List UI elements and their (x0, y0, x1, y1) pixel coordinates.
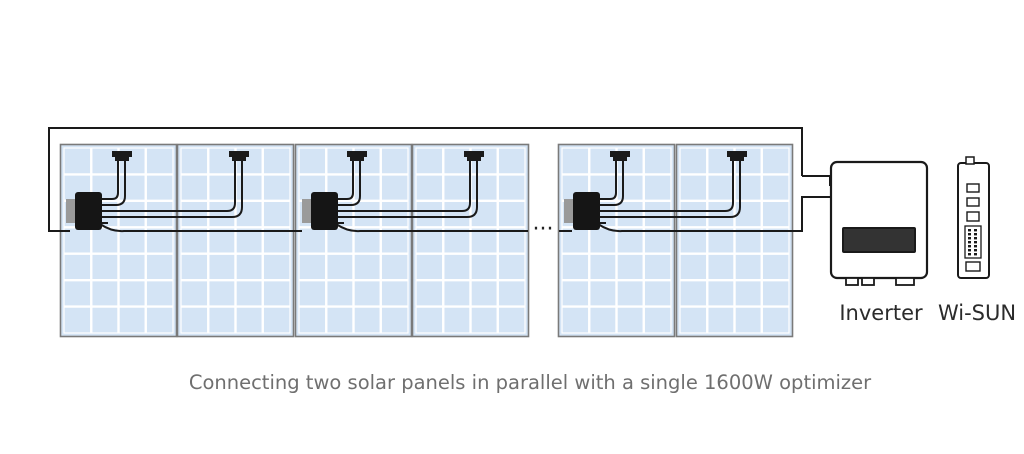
wisun-port-1 (966, 183, 980, 193)
junction-box (112, 151, 132, 161)
optimizer-body (573, 192, 600, 230)
inverter-display (842, 227, 916, 253)
optimizers (66, 151, 747, 230)
optimizer-bracket (66, 199, 76, 223)
return-wire (48, 127, 803, 232)
wisun-port-3 (966, 211, 980, 222)
junction-box (464, 151, 484, 161)
wisun-base-plug (965, 261, 981, 272)
junction-box (229, 151, 249, 161)
inverter-foot-mid (861, 277, 875, 286)
inverter-foot-left (845, 277, 859, 286)
optimizer-bracket (302, 199, 312, 223)
solar-panel (176, 143, 295, 338)
junction-box (727, 151, 747, 161)
optimizer-unit (66, 151, 249, 230)
wisun-port-2 (966, 197, 980, 207)
wisun-module: Wi-SUN (938, 156, 1016, 325)
optimizer-unit (302, 151, 484, 230)
solar-panel (675, 143, 794, 338)
optimizer-body (311, 192, 338, 230)
wisun-antenna (965, 156, 975, 165)
solar-panels (59, 143, 794, 338)
inverter-body (829, 160, 929, 280)
ellipsis-dots: ··· (533, 217, 554, 242)
inverter-foot-right (895, 277, 915, 286)
optimizer-body (75, 192, 102, 230)
optimizer-unit (564, 151, 747, 230)
diagram-caption: Connecting two solar panels in parallel … (189, 371, 872, 394)
junction-box (347, 151, 367, 161)
inverter-label: Inverter (839, 301, 923, 325)
junction-box (610, 151, 630, 161)
wisun-terminal-block (964, 225, 982, 259)
ellipsis: ··· (533, 217, 554, 242)
wisun-label: Wi-SUN (938, 301, 1016, 325)
optimizer-bracket (564, 199, 574, 223)
inverter: Inverter (829, 160, 929, 325)
